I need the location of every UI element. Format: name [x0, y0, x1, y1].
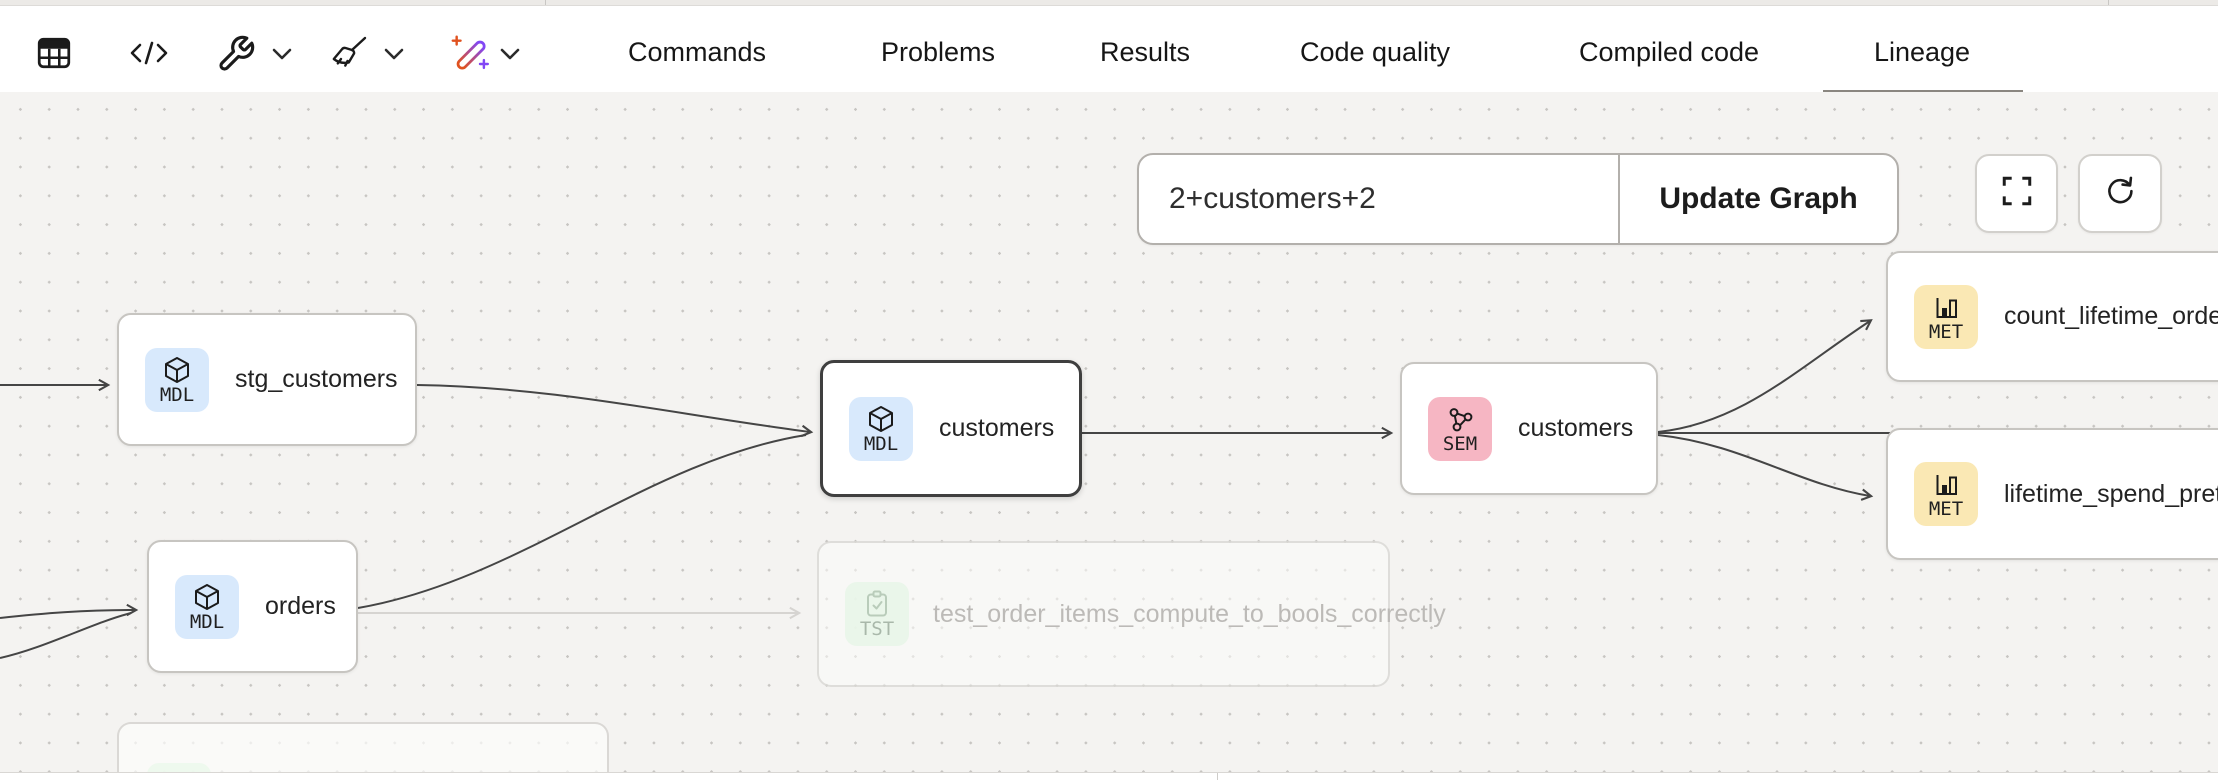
- clipboard-check-icon: [867, 590, 887, 617]
- tab-compiled-code[interactable]: Compiled code: [1578, 37, 1760, 67]
- wand-icon[interactable]: [450, 34, 490, 79]
- model-badge: MDL: [175, 574, 239, 639]
- metric-badge: MET: [1914, 284, 1978, 349]
- fullscreen-icon: [2000, 174, 2034, 213]
- lineage-edges: [0, 319, 1890, 659]
- toolbar: Commands Problems Results Code quality C…: [0, 6, 2218, 97]
- bar-chart-icon: [1936, 297, 1957, 318]
- bottom-panel-edge: [0, 772, 2218, 780]
- node-label: lifetime_spend_preta: [2004, 479, 2218, 508]
- node-customers-model[interactable]: MDL customers: [820, 360, 1082, 497]
- badge-label: MET: [1928, 320, 1964, 343]
- node-label: customers: [939, 414, 1055, 442]
- window-top-edge: [0, 0, 2218, 6]
- lineage-selector-input[interactable]: 2+customers+2: [1169, 182, 1376, 215]
- edge-into-orders-b: [0, 612, 132, 659]
- refresh-button[interactable]: [2078, 154, 2162, 233]
- node-label: customers: [1518, 414, 1634, 442]
- cube-icon: [165, 356, 189, 383]
- node-customers-semantic[interactable]: SEM customers: [1400, 362, 1658, 495]
- lineage-canvas[interactable]: 2+customers+2 Update Graph: [0, 92, 2218, 772]
- badge-label: MET: [1928, 498, 1964, 520]
- tab-code-quality[interactable]: Code quality: [1299, 37, 1451, 67]
- badge-label: MDL: [159, 383, 195, 406]
- update-graph-button[interactable]: Update Graph: [1618, 155, 1897, 243]
- test-badge: [147, 763, 211, 772]
- top-edge-divider: [2108, 0, 2109, 5]
- node-orders[interactable]: MDL orders: [147, 540, 358, 673]
- node-test-order-items[interactable]: TST test_order_items_compute_to_bools_co…: [817, 541, 1446, 687]
- tab-problems[interactable]: Problems: [880, 37, 996, 67]
- node-label: count_lifetime_order: [2004, 302, 2218, 330]
- edge-semantic-to-lifetime-spend: [1657, 434, 1874, 501]
- wrench-icon[interactable]: [216, 34, 256, 79]
- semantic-badge: SEM: [1428, 396, 1492, 461]
- chevron-down-icon[interactable]: [380, 42, 408, 71]
- tab-commands[interactable]: Commands: [627, 37, 767, 67]
- chevron-down-icon[interactable]: [268, 42, 296, 71]
- model-badge: MDL: [849, 396, 913, 461]
- badge-label: MDL: [189, 610, 225, 633]
- table-icon[interactable]: [35, 34, 73, 77]
- cube-icon: [869, 405, 893, 432]
- code-icon[interactable]: [128, 34, 170, 77]
- badge-label: SEM: [1442, 432, 1478, 455]
- metric-badge: MET: [1914, 462, 1978, 526]
- badge-label: MDL: [863, 432, 899, 455]
- edge-stg-customers-to-customers: [416, 384, 814, 438]
- top-edge-divider: [545, 0, 546, 5]
- node-lifetime-spend-pretax[interactable]: MET lifetime_spend_preta: [1886, 428, 2218, 560]
- model-badge: MDL: [145, 347, 209, 412]
- edge-orders-to-customers: [357, 434, 807, 609]
- fullscreen-button[interactable]: [1975, 154, 2058, 233]
- node-stg-customers[interactable]: MDL stg_customers: [117, 313, 417, 446]
- edge-semantic-to-count-lifetime-orders: [1657, 319, 1873, 433]
- tab-results[interactable]: Results: [1099, 37, 1191, 67]
- node-label: test_order_items_compute_to_bools_correc…: [933, 599, 1446, 628]
- edge-into-orders-a: [0, 603, 139, 619]
- cube-icon: [195, 583, 219, 610]
- bar-chart-icon: [1936, 475, 1957, 495]
- broom-icon[interactable]: [328, 34, 370, 79]
- node-label: orders: [265, 592, 336, 620]
- lineage-selector: 2+customers+2 Update Graph: [1137, 153, 1899, 245]
- node-label: stg_customers: [235, 365, 398, 393]
- test-badge: TST: [845, 582, 909, 646]
- node-count-lifetime-orders[interactable]: MET count_lifetime_order: [1886, 251, 2218, 382]
- network-icon: [1449, 407, 1473, 431]
- node-test-partial[interactable]: [117, 722, 609, 772]
- bottom-edge-divider: [1217, 773, 1218, 780]
- chevron-down-icon[interactable]: [496, 42, 524, 71]
- refresh-icon: [2102, 173, 2138, 214]
- tab-lineage[interactable]: Lineage: [1873, 37, 1971, 67]
- badge-label: TST: [859, 618, 895, 640]
